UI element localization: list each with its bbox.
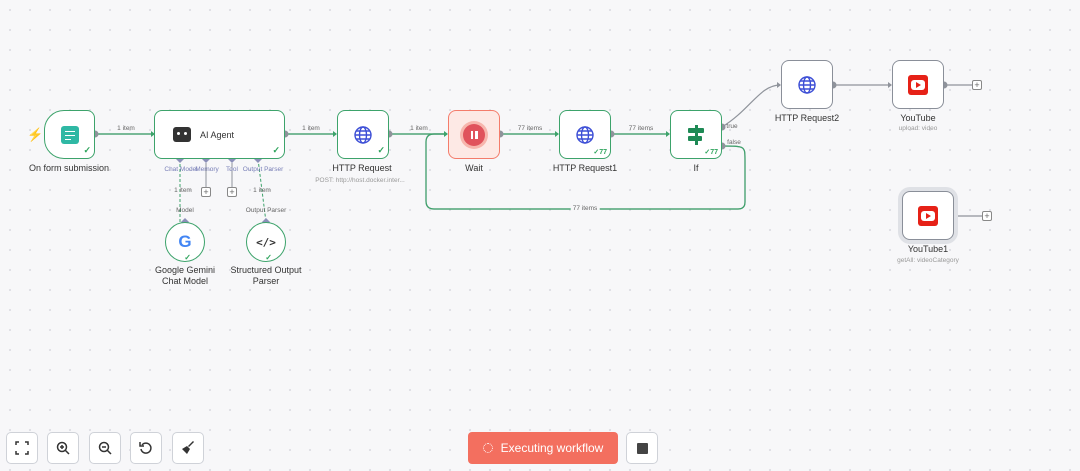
google-g-icon: G xyxy=(178,232,192,251)
node-on-form-submission[interactable]: ✓ xyxy=(44,110,95,159)
edge-label: 1 item xyxy=(253,187,271,194)
node-label: On form submission xyxy=(28,163,110,173)
fit-view-icon xyxy=(15,441,29,455)
globe-icon xyxy=(576,125,594,144)
node-http-request2[interactable] xyxy=(781,60,833,109)
success-check-icon: ✓ xyxy=(265,253,272,262)
edge-label: 77 items xyxy=(517,125,543,132)
trigger-bolt-icon: ⚡ xyxy=(27,127,44,142)
port-label-output-parser: Output Parser xyxy=(242,166,284,173)
stop-icon xyxy=(636,442,648,454)
undo-icon xyxy=(139,442,152,454)
node-title: AI Agent xyxy=(200,129,235,140)
item-count-badge: ✓77 xyxy=(593,149,607,156)
success-check-icon: ✓ xyxy=(272,145,280,155)
branch-label-true: true xyxy=(726,123,738,130)
pause-icon xyxy=(463,123,485,146)
executing-workflow-button[interactable]: Executing workflow xyxy=(468,432,618,464)
globe-icon xyxy=(354,125,372,144)
node-label: YouTube xyxy=(900,113,936,123)
node-label: Structured Output Parser xyxy=(230,265,302,286)
node-http-request1[interactable]: ✓77 xyxy=(559,110,611,159)
node-youtube1[interactable] xyxy=(902,191,954,240)
globe-icon xyxy=(798,75,816,94)
zoom-out-icon xyxy=(98,441,112,455)
add-node-button[interactable]: + xyxy=(982,211,992,221)
port-label-tool: Tool xyxy=(226,166,238,173)
node-label: HTTP Request2 xyxy=(774,113,840,123)
edge-label: Output Parser xyxy=(245,207,287,214)
zoom-in-icon xyxy=(56,441,70,455)
edge-label: 1 item xyxy=(117,125,135,132)
youtube-icon xyxy=(918,205,938,226)
node-subtitle: getAll: videoCategory xyxy=(897,257,959,264)
success-check-icon: ✓ xyxy=(184,253,191,262)
robot-icon xyxy=(173,127,191,142)
success-check-icon: ✓ xyxy=(377,145,385,155)
node-youtube[interactable] xyxy=(892,60,944,109)
broom-icon xyxy=(182,441,194,454)
node-label: Google Gemini Chat Model xyxy=(154,265,216,286)
node-subtitle: upload: video xyxy=(898,125,938,132)
zoom-in-button[interactable] xyxy=(47,432,79,464)
edge-label: 77 items xyxy=(628,125,654,132)
tidy-up-button[interactable] xyxy=(172,432,204,464)
youtube-icon xyxy=(908,74,928,95)
execute-label: Executing workflow xyxy=(500,441,604,455)
edge-label: 77 items xyxy=(570,205,600,212)
node-wait[interactable] xyxy=(448,110,500,159)
signpost-icon xyxy=(686,124,706,145)
node-subtitle: POST: http://host.docker.inter... xyxy=(315,177,405,184)
node-http-request[interactable]: ✓ xyxy=(337,110,389,159)
spinner-icon xyxy=(482,443,493,453)
add-memory-button[interactable]: + xyxy=(201,187,211,197)
edge-label: 1 item xyxy=(410,125,428,132)
branch-label-false: false xyxy=(727,139,741,146)
node-label: HTTP Request xyxy=(332,163,392,173)
reset-zoom-button[interactable] xyxy=(130,432,162,464)
add-node-button[interactable]: + xyxy=(972,80,982,90)
node-structured-output-parser[interactable]: </> ✓ xyxy=(246,222,286,262)
node-label: Wait xyxy=(465,163,483,173)
node-google-gemini[interactable]: G ✓ xyxy=(165,222,205,262)
add-tool-button[interactable]: + xyxy=(227,187,237,197)
stop-execution-button[interactable] xyxy=(626,432,658,464)
node-label: HTTP Request1 xyxy=(552,163,618,173)
node-label: YouTube1 xyxy=(907,244,949,254)
fit-view-button[interactable] xyxy=(6,432,38,464)
edge-label: 1 item xyxy=(302,125,320,132)
node-ai-agent[interactable]: AI Agent ✓ xyxy=(154,110,285,159)
code-icon: </> xyxy=(256,235,276,249)
edge-label: 1 item xyxy=(174,187,192,194)
zoom-out-button[interactable] xyxy=(89,432,121,464)
port-label-chat-model: Chat Model xyxy=(164,166,198,173)
node-if[interactable]: ✓77 xyxy=(670,110,722,159)
success-check-icon: ✓ xyxy=(83,145,91,155)
edge-label: Model xyxy=(176,207,194,214)
node-label: If xyxy=(693,163,699,173)
item-count-badge: ✓77 xyxy=(704,149,718,156)
port-label-memory: Memory xyxy=(195,166,219,173)
form-icon xyxy=(60,125,79,144)
